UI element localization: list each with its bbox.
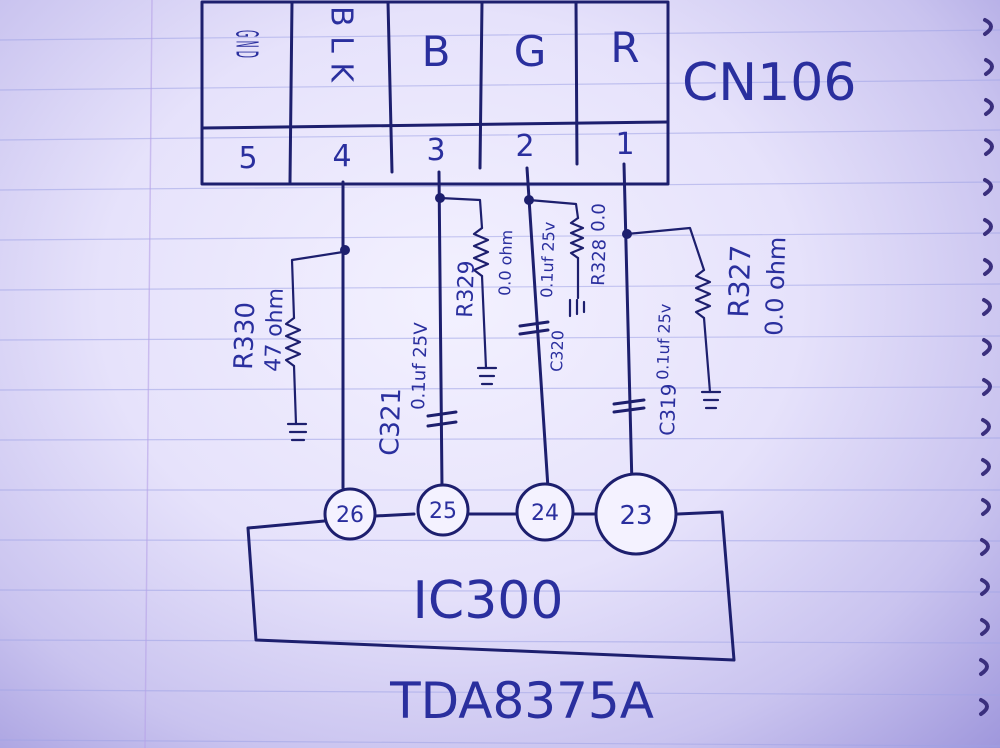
c321-value-label: 0.1uf 25V: [408, 321, 432, 410]
ic-tda8375a: 26 25 24 23 IC300 TDA8375A: [246, 472, 736, 730]
ic-pin-23: [594, 472, 678, 556]
resistor-r327: R327 0.0 ohm: [625, 226, 791, 410]
capacitor-plate: [612, 398, 646, 406]
r330-value-label: 47 ohm: [261, 288, 289, 373]
connector-pin-4-signal: B L K: [324, 6, 359, 83]
connector-pin-3-signal: B: [422, 27, 451, 76]
capacitor-plate: [612, 406, 646, 414]
connector-pin-5-number: 5: [238, 141, 257, 176]
ic-pin-24: [515, 482, 575, 542]
ic-pin-26: [323, 487, 377, 541]
r328-ref-label: R328: [588, 239, 611, 287]
c321-ref-label: C321: [375, 387, 407, 456]
capacitor-plate: [518, 320, 550, 328]
wire-b: [437, 170, 444, 490]
c319-value-label: 0.1uf 25v: [653, 303, 675, 380]
capacitor-c319: C319 0.1uf 25v: [612, 303, 681, 436]
ground-symbol: [286, 422, 308, 442]
resistor-r330: R330 47 ohm: [229, 250, 345, 442]
connector-pin-1-number: 1: [615, 127, 634, 162]
ic-pin-26-label: 26: [336, 503, 364, 528]
junction-dot: [340, 245, 350, 255]
connector-pin-2-signal: G: [514, 27, 547, 76]
r329-value-label: 0.0 ohm: [495, 229, 516, 296]
connector-name-label: CN106: [682, 53, 856, 113]
resistor-symbol: [284, 316, 302, 368]
r330-ref-label: R330: [229, 302, 261, 371]
resistor-symbol: [569, 216, 585, 260]
connector-body: [200, 0, 670, 186]
resistor-r328: R328 0.0: [527, 198, 611, 318]
ground-symbol: [700, 390, 722, 410]
capacitor-plate: [518, 328, 550, 336]
c320-value-label: 0.1uf 25v: [537, 221, 559, 298]
resistor-symbol: [694, 268, 712, 320]
ground-symbol: [476, 366, 498, 386]
capacitor-plate: [426, 410, 458, 418]
r327-value-label: 0.0 ohm: [760, 236, 791, 336]
r328-value-label: 0.0: [588, 203, 610, 232]
connector-pin-4-number: 4: [332, 139, 351, 174]
ic-pin-23-label: 23: [619, 501, 652, 531]
ic-pin-25: [416, 483, 470, 537]
r327-ref-label: R327: [722, 244, 758, 318]
resistor-r329: R329 0.0 ohm: [438, 196, 516, 386]
capacitor-c320: C320 0.1uf 25v: [518, 221, 567, 372]
c319-ref-label: C319: [655, 383, 681, 436]
ic-ref-label: IC300: [413, 571, 564, 631]
capacitor-plate: [426, 420, 458, 428]
ground-symbol: [568, 298, 586, 318]
capacitor-c321: C321 0.1uf 25V: [375, 321, 458, 456]
connector-pin-2-number: 2: [515, 129, 534, 164]
ic-pin-25-label: 25: [429, 499, 457, 524]
wire-g: [525, 166, 550, 490]
connector-cn106: G N D 5 B L K 4 B 3 G 2 R 1 CN106: [200, 0, 856, 186]
connector-pin-5-signal: G N D: [229, 30, 264, 58]
r329-ref-label: R329: [453, 260, 480, 318]
ic-pin-24-label: 24: [531, 501, 559, 526]
signal-wires: [340, 162, 634, 490]
c320-ref-label: C320: [547, 330, 567, 372]
connector-pin-3-number: 3: [426, 133, 445, 168]
wire-r: [622, 162, 634, 488]
ic-body: [246, 510, 736, 662]
ic-part-label: TDA8375A: [389, 672, 654, 730]
connector-pin-1-signal: R: [610, 23, 639, 72]
connector-divider: [200, 120, 670, 130]
resistor-symbol: [472, 226, 490, 278]
